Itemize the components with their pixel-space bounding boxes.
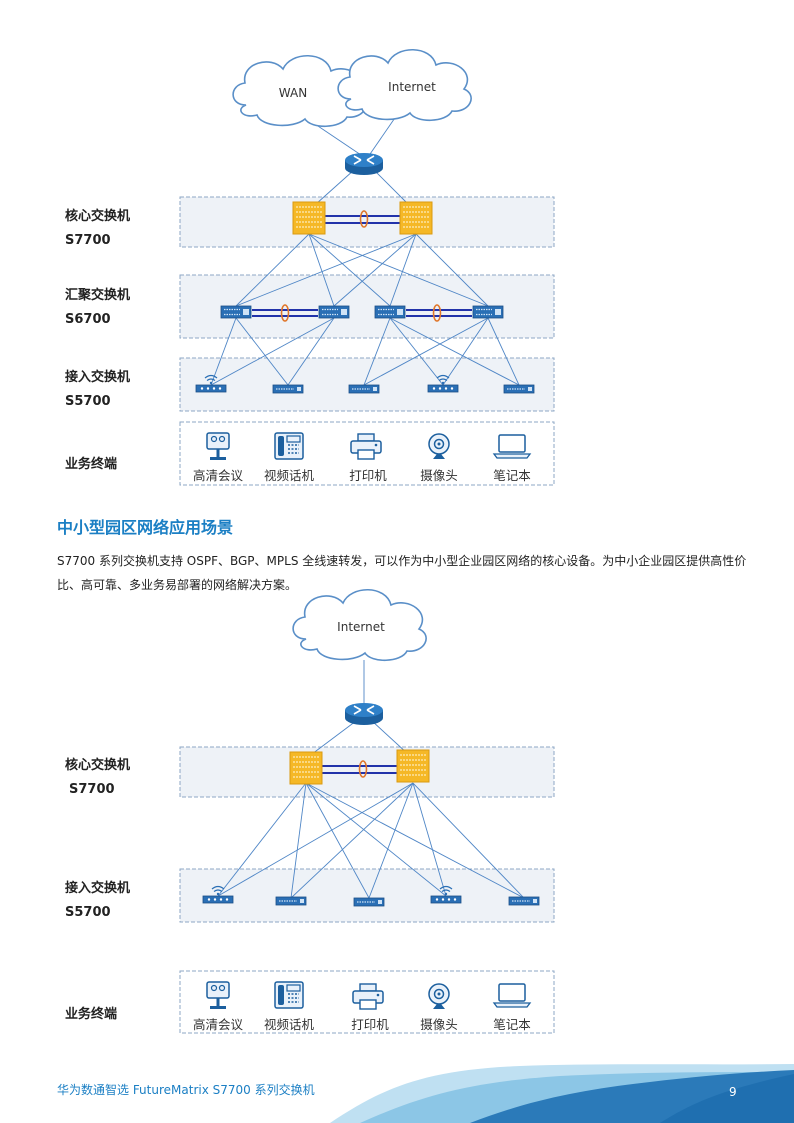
d1-aggregation-model: S6700: [65, 312, 111, 327]
d2-access-box: [179, 868, 555, 923]
d1-agg-switch-2-icon: [318, 305, 350, 319]
d2-access-switch-1-icon: [275, 896, 307, 906]
d1-aggregation-name: 汇聚交换机: [65, 288, 131, 303]
d1-video-phone-icon: [274, 432, 304, 460]
d1-laptop-icon: [493, 434, 531, 459]
d2-terminal-label-1: 高清会议: [193, 1017, 244, 1032]
d1-terminal-label-3: 打印机: [349, 468, 387, 483]
d1-access-box: [179, 357, 555, 412]
d2-core-label: 核心交换机 S7700: [65, 754, 130, 802]
d1-core-name: 核心交换机: [65, 209, 131, 224]
d2-access-switch-3-icon: [508, 896, 540, 906]
d2-access-name: 接入交换机: [65, 881, 131, 896]
d2-video-phone-icon: [274, 981, 304, 1009]
d1-router-icon: [344, 152, 384, 176]
d1-terminals-name: 业务终端: [65, 457, 118, 472]
d2-core-stack-links: [322, 760, 398, 778]
d1-aggregation-label: 汇聚交换机 S6700: [65, 284, 130, 332]
d2-terminal-label-4: 摄像头: [420, 1017, 458, 1032]
d2-core-model: S7700: [69, 782, 115, 797]
d1-cloud-internet: Internet: [337, 48, 472, 122]
d2-core-switch-right-icon: [396, 749, 430, 783]
d2-links: [217, 660, 525, 899]
d1-cloud-internet-label: Internet: [388, 80, 436, 94]
d1-agg-switch-4-icon: [472, 305, 504, 319]
d2-terminals-name: 业务终端: [65, 1007, 118, 1022]
footer-wave: [330, 1064, 794, 1123]
d2-terminals-label: 业务终端: [65, 1003, 117, 1027]
d2-access-model: S5700: [65, 905, 111, 920]
d1-access-name: 接入交换机: [65, 370, 131, 385]
d1-core-label: 核心交换机 S7700: [65, 205, 130, 253]
d2-terminal-label-2: 视频话机: [264, 1017, 315, 1032]
d2-cloud-internet-label: Internet: [337, 620, 385, 634]
d2-access-switch-2-icon: [353, 897, 385, 907]
d1-access-model: S5700: [65, 394, 111, 409]
d1-agg-switch-1-icon: [220, 305, 252, 319]
d1-access-switch-3-icon: [503, 384, 535, 394]
d1-cloud-wan-label: WAN: [279, 86, 307, 100]
d1-access-label: 接入交换机 S5700: [65, 366, 130, 414]
footer-text: 华为数通智选 FutureMatrix S7700 系列交换机: [57, 1083, 315, 1097]
d1-access-switch-1-icon: [272, 384, 304, 394]
d1-core-model: S7700: [65, 233, 111, 248]
d1-agg-switch-3-icon: [374, 305, 406, 319]
d1-core-switch-left-icon: [292, 201, 326, 235]
d1-cloud-wan: WAN: [232, 54, 367, 128]
d2-cloud-internet: Internet: [292, 588, 427, 662]
d2-laptop-icon: [493, 983, 531, 1008]
d1-terminal-label-1: 高清会议: [193, 468, 244, 483]
section-heading: 中小型园区网络应用场景: [57, 518, 234, 537]
d1-terminal-label-4: 摄像头: [420, 468, 458, 483]
campus-network-diagram-large: WAN Internet 高清会议 视频话机 打印机 摄像头 笔记本: [179, 48, 555, 486]
d2-router-icon: [344, 702, 384, 726]
page-number: 9: [729, 1085, 737, 1099]
d2-core-switch-left-icon: [289, 751, 323, 785]
campus-network-diagram-small: Internet 高清会议 视频话机 打印机 摄像头 笔记本: [179, 588, 555, 1034]
d2-terminal-label-3: 打印机: [351, 1017, 389, 1032]
d1-links: [210, 111, 520, 386]
d1-core-stack-links: [252, 210, 472, 322]
d1-access-switch-2-icon: [348, 384, 380, 394]
d2-core-name: 核心交换机: [65, 758, 131, 773]
d1-terminal-label-5: 笔记本: [493, 468, 531, 483]
section-body: S7700 系列交换机支持 OSPF、BGP、MPLS 全线速转发，可以作为中小…: [57, 554, 747, 592]
d2-terminal-label-5: 笔记本: [493, 1017, 531, 1032]
d1-terminal-label-2: 视频话机: [264, 468, 315, 483]
d1-terminals-label: 业务终端: [65, 453, 117, 477]
d2-access-label: 接入交换机 S5700: [65, 877, 130, 925]
d1-core-switch-right-icon: [399, 201, 433, 235]
